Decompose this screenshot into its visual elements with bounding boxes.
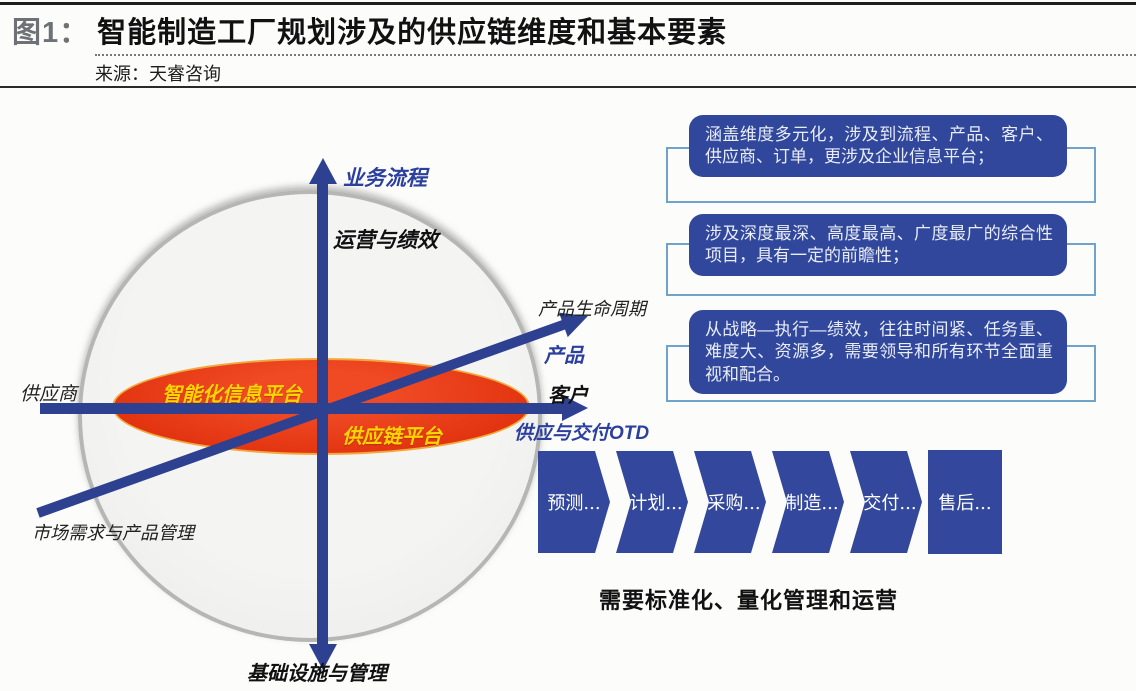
process-flow: 预测... 计划... 采购... 制造... 交付... 售后... — [538, 450, 1002, 554]
flow-caption: 需要标准化、量化管理和运营 — [599, 588, 899, 613]
label-market-demand: 市场需求与产品管理 — [32, 523, 194, 543]
label-customer: 客户 — [548, 385, 588, 407]
label-product: 产品 — [544, 345, 584, 367]
label-supplier: 供应商 — [20, 384, 78, 405]
note-box-strategy: 从战略—执行—绩效，往往时间紧、任务重、难度大、资源多，需要领导和所有环节全面重… — [689, 310, 1067, 395]
label-business-process: 业务流程 — [343, 167, 427, 190]
figure-number-label: 图1： — [12, 17, 90, 49]
flow-step-forecast: 预测... — [538, 451, 610, 553]
flow-step-plan: 计划... — [616, 451, 688, 553]
label-supply-delivery-otd: 供应与交付OTD — [514, 423, 650, 444]
label-product-lifecycle: 产品生命周期 — [538, 299, 646, 319]
flow-step-delivery: 交付... — [850, 451, 922, 553]
horizontal-axis — [40, 403, 564, 414]
figure-title: 智能制造工厂规划涉及的供应链维度和基本要素 — [97, 17, 728, 49]
label-operations-performance: 运营与绩效 — [333, 229, 438, 252]
label-intelligent-info-platform: 智能化信息平台 — [162, 384, 302, 406]
horizontal-axis-arrowhead — [562, 395, 588, 421]
header-divider — [0, 86, 1136, 88]
source-label: 来源：天睿咨询 — [95, 64, 221, 84]
dotted-divider — [95, 54, 1136, 56]
top-rule — [0, 2, 1136, 5]
label-supply-chain-platform: 供应链平台 — [342, 426, 442, 448]
note-box-depth: 涉及深度最深、高度最高、广度最广的综合性项目，具有一定的前瞻性； — [689, 214, 1067, 276]
vertical-axis-down-arrowhead — [309, 644, 337, 670]
flow-step-procurement: 采购... — [694, 451, 766, 553]
flow-step-manufacture: 制造... — [772, 451, 844, 553]
label-infrastructure: 基础设施与管理 — [247, 663, 387, 685]
note-box-coverage: 涵盖维度多元化，涉及到流程、产品、客户、供应商、订单，更涉及企业信息平台； — [689, 115, 1067, 177]
vertical-axis-up-arrowhead — [309, 158, 337, 184]
figure-header: 图1：智能制造工厂规划涉及的供应链维度和基本要素 — [12, 9, 727, 51]
flow-step-aftersales: 售后... — [928, 450, 1002, 554]
